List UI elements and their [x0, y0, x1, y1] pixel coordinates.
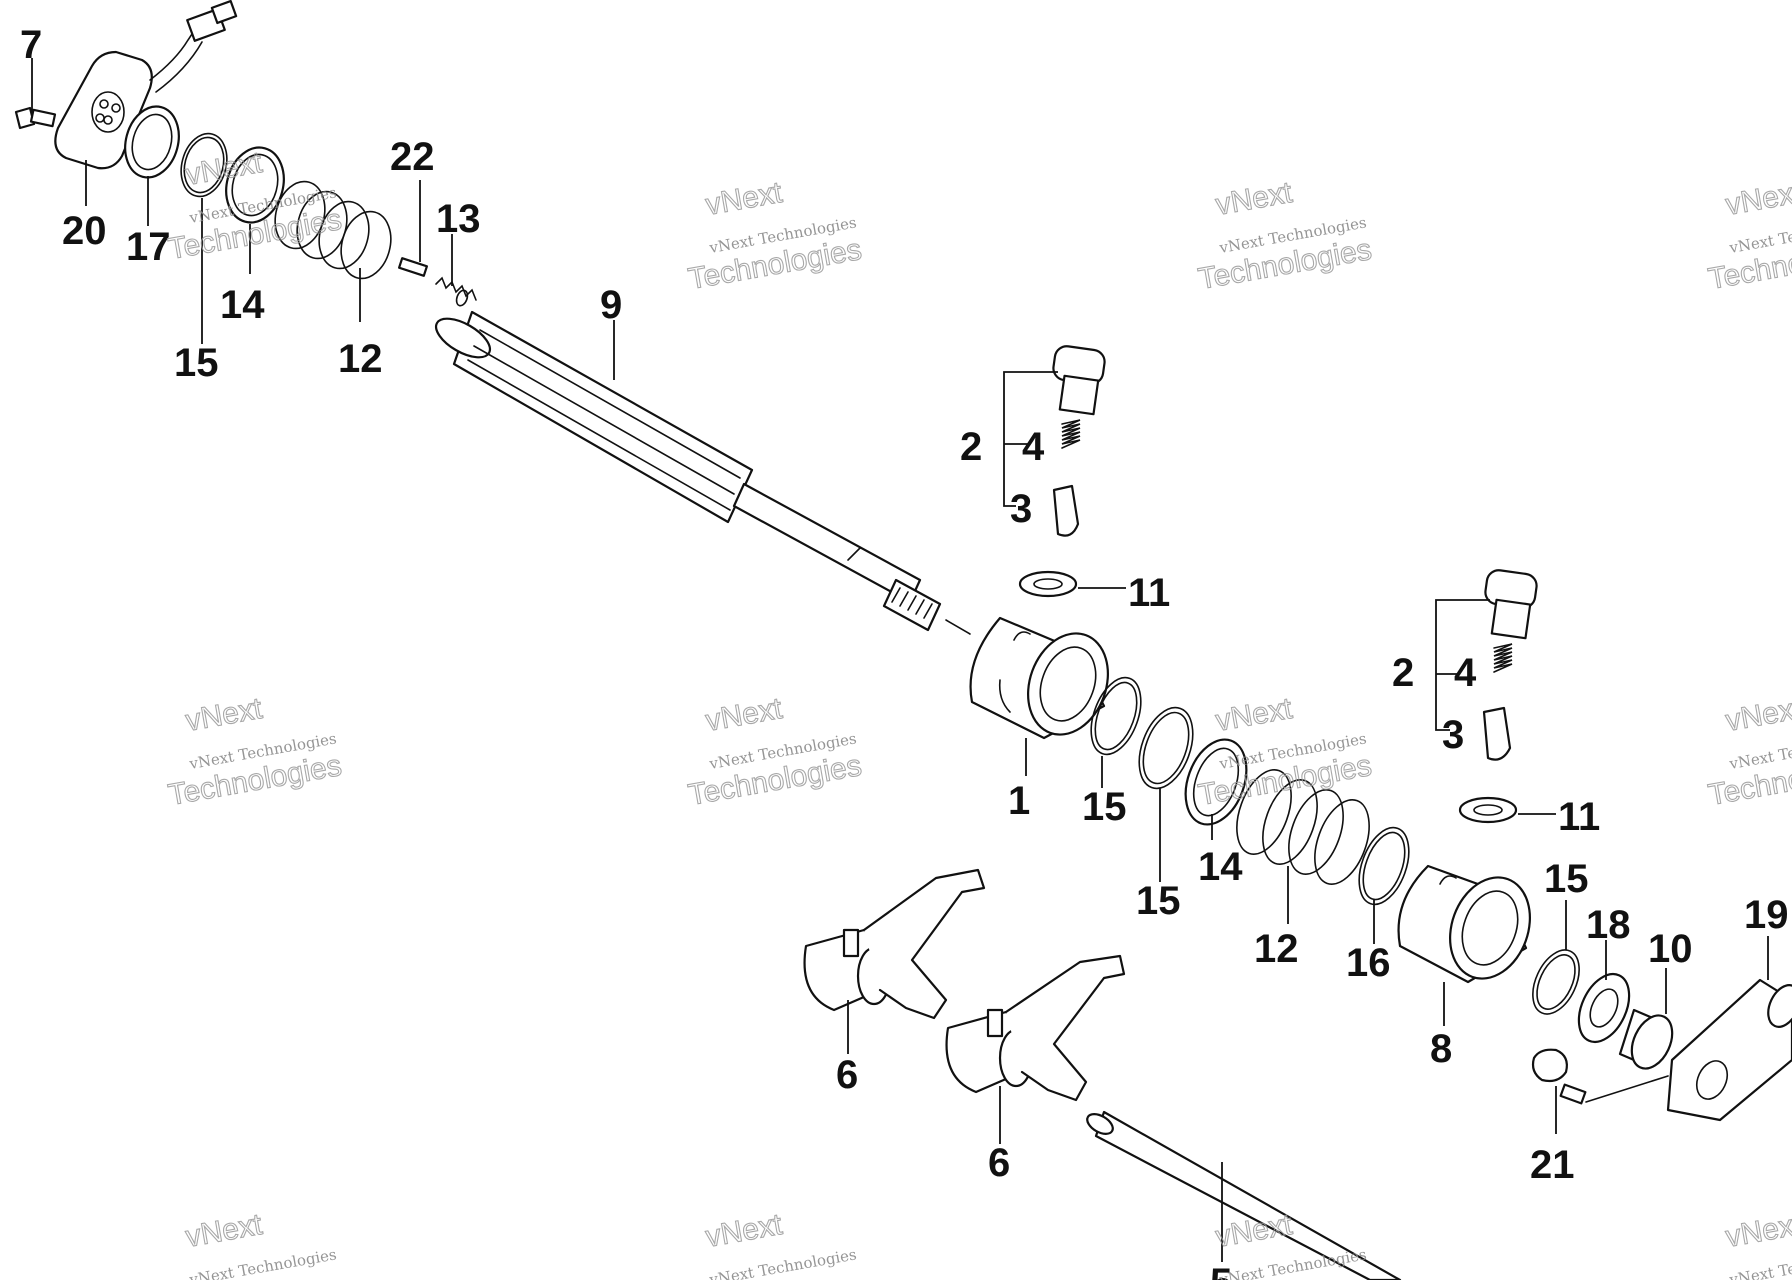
- callout-11-upper: 11: [1128, 571, 1170, 615]
- callout-15-mid-b: 15: [1136, 879, 1181, 923]
- part-6-shift-fork-a: [803, 868, 986, 1020]
- callout-4-upper: 4: [1022, 425, 1045, 469]
- callout-17: 17: [126, 225, 171, 269]
- callout-3-lower: 3: [1442, 713, 1464, 757]
- part-21-pin: [1531, 1048, 1669, 1105]
- watermark-7: vNext vNext Technologies Technologies: [1195, 691, 1374, 812]
- leader-lines: [31, 58, 1769, 1262]
- callout-2-lower: 2: [1392, 651, 1414, 695]
- callout-11-lower: 11: [1558, 795, 1600, 839]
- part-13-small-spring: [435, 276, 477, 307]
- callout-3-upper: 3: [1010, 487, 1032, 531]
- callout-1: 1: [1008, 779, 1030, 823]
- callout-labels: 7 20 17 15 14 12 22 13 9 2 4 3 11 1 15 1…: [20, 23, 1789, 1280]
- part-2-plug-upper: [1052, 345, 1106, 416]
- part-15-circlip-mid-a: [1090, 676, 1142, 756]
- callout-14-mid: 14: [1198, 845, 1243, 889]
- callout-6-a: 6: [836, 1053, 858, 1097]
- svg-text:vNext: vNext: [1723, 692, 1792, 738]
- part-15-circlip-mid-b: [1138, 706, 1194, 790]
- part-14-washer-mid: [1184, 738, 1248, 826]
- callout-10: 10: [1648, 927, 1693, 971]
- callout-7: 7: [20, 23, 42, 67]
- watermark-6: vNext vNext Technologies Technologies: [685, 691, 864, 812]
- callout-20: 20: [62, 209, 107, 253]
- callout-15-mid-a: 15: [1082, 785, 1127, 829]
- watermark-10: vNext vNext Technologies: [703, 1207, 858, 1280]
- watermark-9: vNext vNext Technologies: [183, 1207, 338, 1280]
- callout-16: 16: [1346, 941, 1391, 985]
- callout-6-b: 6: [988, 1141, 1010, 1185]
- callout-5: 5: [1210, 1261, 1232, 1280]
- callout-21: 21: [1530, 1143, 1575, 1187]
- svg-text:vNext: vNext: [1213, 692, 1295, 738]
- watermark-2: vNext vNext Technologies Technologies: [685, 175, 864, 296]
- watermark-3: vNext vNext Technologies Technologies: [1195, 175, 1374, 296]
- svg-text:vNext Technologies: vNext Technologies: [1217, 1245, 1368, 1280]
- callout-15-top: 15: [174, 341, 219, 385]
- callout-15-right: 15: [1544, 857, 1589, 901]
- callout-12-mid: 12: [1254, 927, 1299, 971]
- callout-14-top: 14: [220, 283, 265, 327]
- watermark-1: vNext vNext Technologies Technologies: [165, 145, 344, 266]
- part-22-pin: [397, 257, 429, 277]
- part-6-shift-fork-b: [945, 954, 1126, 1102]
- part-11-washer-lower: [1458, 796, 1518, 824]
- part-15-circlip-right: [1532, 949, 1580, 1015]
- callout-4-lower: 4: [1454, 651, 1477, 695]
- part-15-circlip-top: [180, 132, 228, 198]
- part-10-bushing: [1618, 1008, 1674, 1070]
- part-12-spring-mid: [1236, 769, 1370, 885]
- callout-2-upper: 2: [960, 425, 982, 469]
- part-3-ball-lower: [1482, 706, 1512, 761]
- svg-text:vNext Technologies: vNext Technologies: [187, 1245, 338, 1280]
- callout-18: 18: [1586, 903, 1631, 947]
- part-14-washer-top: [225, 146, 285, 224]
- part-3-ball-upper: [1052, 484, 1080, 537]
- part-19-shift-arm: [1666, 978, 1792, 1122]
- part-8-shift-collar: [1397, 864, 1531, 984]
- callout-19: 19: [1744, 893, 1789, 937]
- callout-9: 9: [600, 283, 622, 327]
- part-11-washer-upper: [1018, 570, 1078, 598]
- part-4-spring-upper: [1061, 419, 1081, 449]
- part-16-circlip: [1358, 826, 1410, 906]
- part-17-ring: [124, 105, 180, 179]
- svg-text:vNext: vNext: [183, 1208, 265, 1254]
- watermark-12: vNext vNext Technologies: [1723, 1207, 1792, 1280]
- svg-text:vNext: vNext: [1723, 1208, 1792, 1254]
- part-18-washer: [1577, 972, 1631, 1044]
- part-5-fork-shaft: [1086, 1110, 1402, 1280]
- svg-text:vNext: vNext: [703, 176, 785, 222]
- svg-text:vNext: vNext: [1213, 1208, 1295, 1254]
- part-9-shift-shaft: [434, 310, 971, 635]
- watermark-4: vNext vNext Technologies Technologies: [1705, 175, 1792, 296]
- callout-8: 8: [1430, 1027, 1452, 1071]
- part-2-plug-lower: [1484, 569, 1538, 640]
- svg-text:vNext: vNext: [1723, 176, 1792, 222]
- callout-12-top: 12: [338, 337, 383, 381]
- watermark-5: vNext vNext Technologies Technologies: [165, 691, 344, 812]
- part-12-spring-top: [274, 180, 392, 280]
- part-4-spring-lower: [1493, 643, 1513, 673]
- part-1-shift-collar: [969, 616, 1109, 740]
- svg-text:vNext: vNext: [183, 692, 265, 738]
- svg-text:vNext: vNext: [1213, 176, 1295, 222]
- svg-text:vNext: vNext: [703, 692, 785, 738]
- callout-13: 13: [436, 197, 481, 241]
- part-7-bolt: [14, 106, 57, 130]
- svg-text:vNext Technologies: vNext Technologies: [707, 1245, 858, 1280]
- callout-22: 22: [390, 135, 435, 179]
- watermark-8: vNext vNext Technologies Technologies: [1705, 691, 1792, 812]
- svg-text:vNext: vNext: [703, 1208, 785, 1254]
